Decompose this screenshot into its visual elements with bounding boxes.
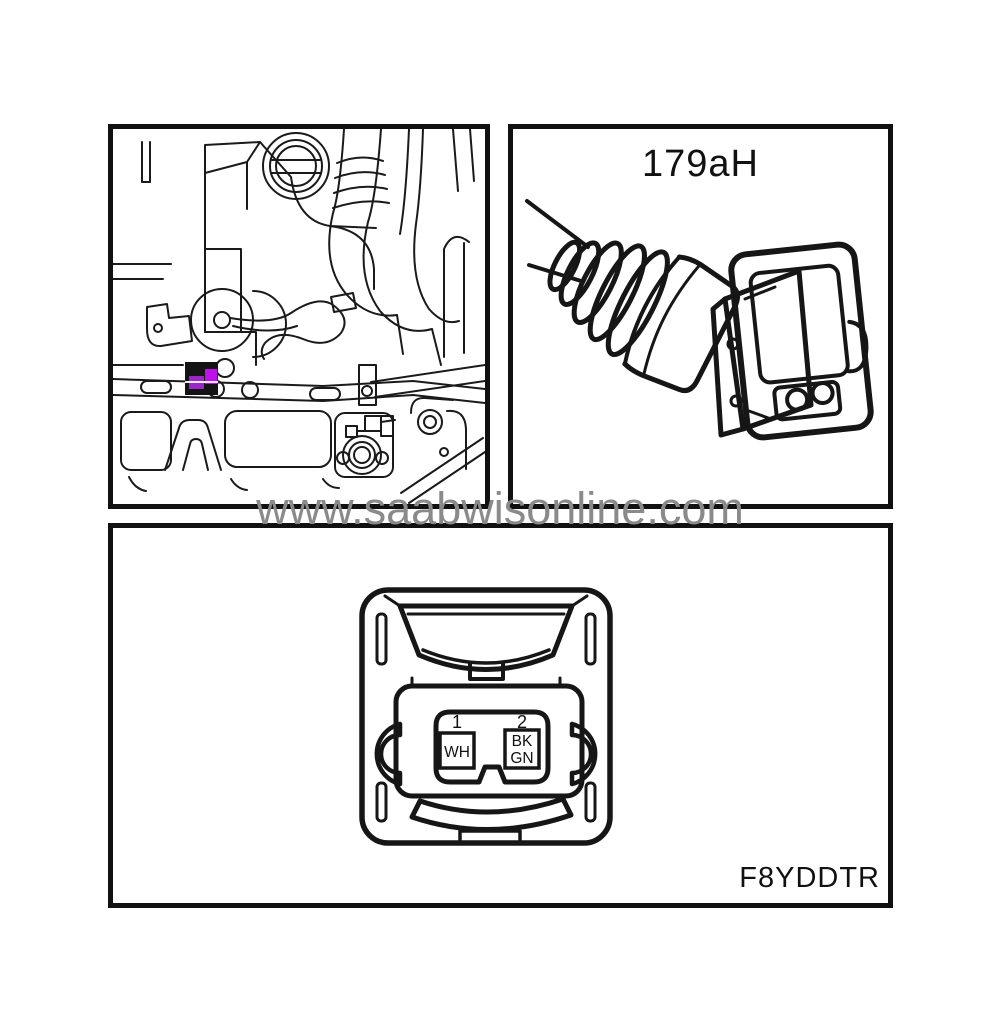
connector-body-outline: [359, 587, 613, 846]
pin-1-wire-color: WH: [444, 744, 470, 761]
engine-bay-illustration: [113, 129, 485, 504]
pin-2-number: 2: [517, 712, 527, 732]
wire-1: [525, 199, 590, 249]
connector-3d-panel: 179aH: [508, 124, 893, 509]
connector-3d-illustration: [525, 199, 874, 441]
right-crescent-latch: [569, 721, 598, 787]
left-crescent-latch: [374, 721, 403, 787]
figure-code-label: F8YDDTR: [739, 862, 880, 894]
connector-location-highlight: [185, 362, 218, 395]
latch-bracket: [728, 241, 874, 441]
highlight-right-block: [205, 369, 217, 384]
wire-2: [527, 263, 583, 283]
connector-pinout-illustration: 1 WH 2 BK GN: [359, 587, 613, 846]
pin-1-cell: 1 WH: [438, 712, 476, 770]
pin-2-wire-color-1: BK: [512, 733, 533, 750]
pin-1-box: [438, 731, 476, 770]
connector-id-label: 179aH: [642, 143, 759, 185]
rubber-boot: [547, 239, 740, 394]
watermark-text: www.saabwisonline.com: [256, 483, 744, 534]
pin-2-wire-color-2: GN: [510, 750, 533, 767]
connector-pinout-panel: 1 WH 2 BK GN F8YDDTR: [108, 523, 893, 908]
pin-2-cell: 2 BK GN: [503, 712, 541, 770]
pin-2-box: [503, 728, 541, 770]
pin-1-number: 1: [452, 712, 462, 732]
engine-bay-location-panel: [108, 124, 490, 509]
